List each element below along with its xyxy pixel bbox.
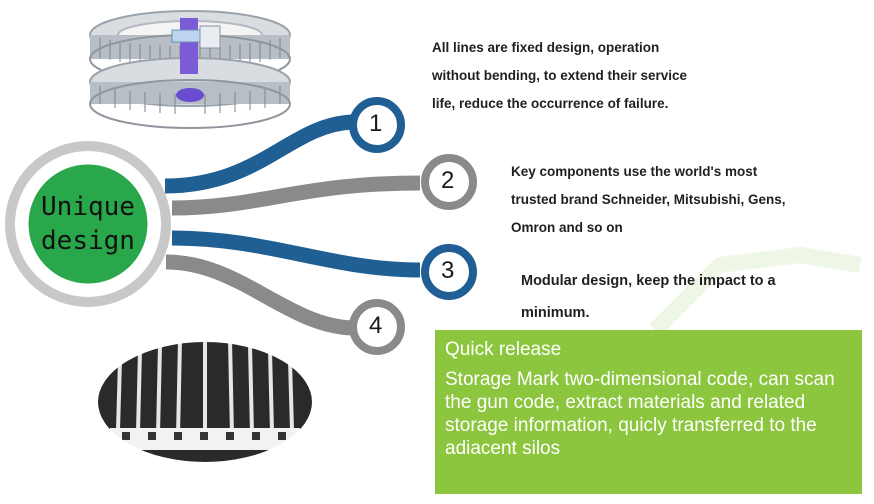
feature-3-line-1: Modular design, keep the impact to a xyxy=(521,273,776,289)
hub-label: Unique design xyxy=(26,190,150,258)
quick-release-body: Storage Mark two-dimensional code, can s… xyxy=(445,369,835,459)
storage-tower-image xyxy=(89,10,291,129)
number-1: 1 xyxy=(369,110,383,137)
feature-2-text: Key components use the world's most trus… xyxy=(511,158,786,242)
feature-2-line-1: Key components use the world's most xyxy=(511,164,758,179)
connector-3 xyxy=(171,230,421,278)
hub-circle xyxy=(23,159,153,289)
number-3: 3 xyxy=(441,257,455,284)
feature-1-line-3: life, reduce the occurrence of failure. xyxy=(432,96,669,111)
number-4: 4 xyxy=(369,312,383,339)
number-circle-1 xyxy=(349,97,405,153)
feature-1-text: All lines are fixed design, operation wi… xyxy=(432,34,687,118)
number-circle-4 xyxy=(349,299,405,355)
feature-3-line-2: minimum. xyxy=(521,305,590,321)
connector-2 xyxy=(171,175,421,216)
feature-1-line-1: All lines are fixed design, operation xyxy=(432,40,660,55)
hub-label-line-2: design xyxy=(41,226,135,256)
background-chevron xyxy=(649,246,862,336)
quick-release-title: Quick release xyxy=(445,339,562,360)
quick-release-box: Quick release Storage Mark two-dimension… xyxy=(435,330,862,494)
feature-3-text: Modular design, keep the impact to a min… xyxy=(521,265,776,329)
reel-rack-image xyxy=(82,326,328,478)
number-circle-3 xyxy=(421,244,477,300)
feature-2-line-3: Omron and so on xyxy=(511,220,623,235)
feature-2-line-2: trusted brand Schneider, Mitsubishi, Gen… xyxy=(511,192,786,207)
connector-4 xyxy=(165,254,353,336)
number-2: 2 xyxy=(441,167,455,194)
feature-1-line-2: without bending, to extend their service xyxy=(432,68,688,83)
hub-label-line-1: Unique xyxy=(41,192,135,222)
connector-1 xyxy=(164,114,353,194)
number-circle-2 xyxy=(421,154,477,210)
